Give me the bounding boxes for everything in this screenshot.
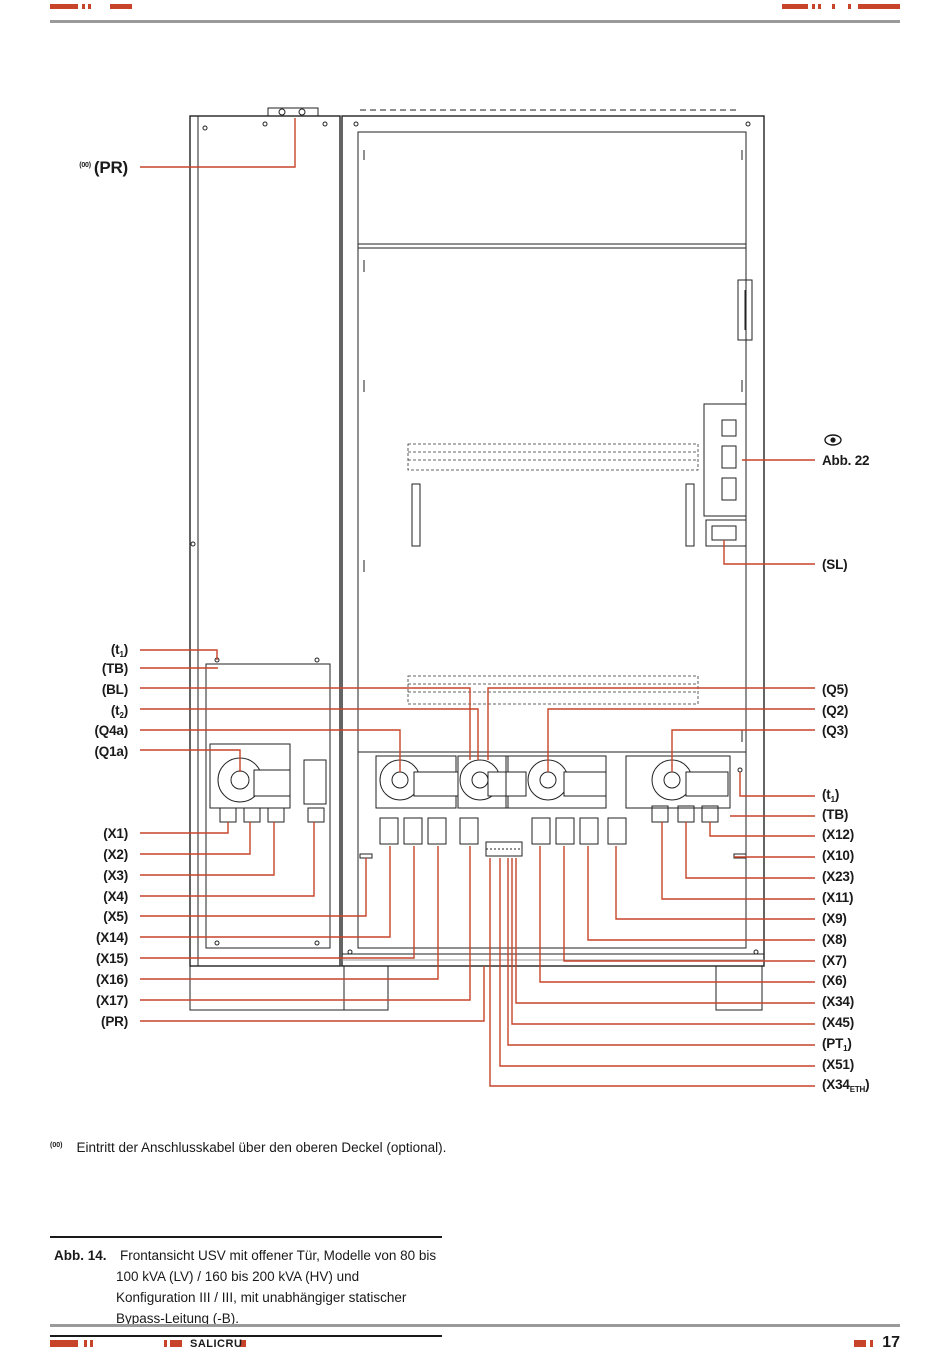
callout-text: (X34 [822, 1077, 850, 1092]
callout-label-x15: (X15) [96, 951, 128, 967]
callout-text: (TB) [101, 661, 128, 676]
callout-text: (SL) [822, 557, 848, 572]
footnote-text: Eintritt der Anschlusskabel über den obe… [76, 1140, 447, 1155]
callout-suffix: ) [847, 1036, 852, 1051]
callout-text: (PR) [101, 1014, 128, 1029]
callout-subscript: 1 [119, 650, 124, 659]
callout-text: (Q4a) [94, 723, 128, 738]
callout-label-x6: (X6) [822, 973, 847, 989]
eye-icon [824, 433, 842, 446]
callout-label-x45: (X45) [822, 1015, 854, 1031]
callout-text: (t [110, 642, 120, 657]
callout-text: (PR) [93, 158, 128, 177]
callout-text: (X7) [822, 953, 847, 968]
callout-label-x11: (X11) [822, 890, 853, 906]
callout-label-x5: (X5) [103, 909, 128, 925]
callout-text: (X5) [103, 909, 128, 924]
callout-label-x34: (X34) [822, 994, 854, 1010]
callout-text: (X51) [822, 1057, 855, 1072]
callout-text: (X34) [822, 994, 855, 1009]
callout-label-q4a: (Q4a) [94, 723, 128, 739]
footnote: (00) Eintritt der Anschlusskabel über den… [50, 1140, 446, 1155]
callout-text: (TB) [822, 807, 849, 822]
callout-subscript: 2 [119, 711, 124, 720]
callout-label-pr-top: (00)(PR) [79, 158, 128, 177]
callout-suffix: ) [865, 1077, 870, 1092]
callout-label-t1-right: (t1) [822, 787, 839, 808]
callout-text: (BL) [101, 682, 128, 697]
callout-text: (X4) [103, 889, 128, 904]
callout-label-tb-left: (TB) [102, 661, 128, 677]
callout-label-x34eth: (X34ETH) [822, 1077, 870, 1098]
callout-label-x8: (X8) [822, 932, 847, 948]
callout-label-x10: (X10) [822, 848, 854, 864]
callout-text: (Q3) [822, 723, 849, 738]
callout-text: (PT [822, 1036, 844, 1051]
callout-suffix: ) [834, 787, 840, 802]
callout-label-q5: (Q5) [822, 682, 848, 698]
callout-text: (X14) [95, 930, 128, 945]
callout-text: (X10) [822, 848, 855, 863]
callout-text: (X45) [822, 1015, 855, 1030]
callout-label-x1: (X1) [103, 826, 128, 842]
callout-subscript: ETH [849, 1085, 866, 1094]
callout-label-tb-right: (TB) [822, 807, 848, 823]
callout-text: Abb. 22 [822, 453, 870, 468]
callout-text: (X1) [103, 826, 128, 841]
footer-brand: SALICRU [190, 1338, 243, 1350]
callout-label-bl: (BL) [102, 682, 128, 698]
callout-label-abb22: Abb. 22 [822, 453, 870, 469]
callout-label-x51: (X51) [822, 1057, 854, 1073]
callout-text: (X11) [822, 890, 854, 905]
callout-label-x23: (X23) [822, 869, 854, 885]
figure-caption: Abb. 14. Frontansicht USV mit offener Tü… [50, 1236, 442, 1337]
callout-text: (t [822, 787, 831, 802]
callout-text: (X6) [822, 973, 847, 988]
callout-label-pr-bottom: (PR) [101, 1014, 128, 1030]
callout-subscript: 1 [843, 1044, 848, 1053]
callout-text: (Q1a) [94, 744, 128, 759]
callout-label-t2: (t2) [111, 703, 128, 724]
callout-text: (X16) [95, 972, 128, 987]
callout-text: (X12) [822, 827, 855, 842]
callout-label-q2: (Q2) [822, 703, 848, 719]
callout-text: (X17) [95, 993, 128, 1008]
footer-rule [50, 1324, 900, 1327]
callout-subscript: 1 [830, 795, 835, 804]
callout-suffix: ) [123, 703, 129, 718]
callout-label-x4: (X4) [103, 889, 128, 905]
callout-text: (X23) [822, 869, 855, 884]
callout-label-sl: (SL) [822, 557, 848, 573]
callout-text: (X8) [822, 932, 847, 947]
page-number: 17 [882, 1334, 900, 1351]
figure-caption-text: Frontansicht USV mit offener Tür, Modell… [116, 1248, 437, 1326]
callout-label-x12: (X12) [822, 827, 854, 843]
callout-label-x2: (X2) [103, 847, 128, 863]
callout-text: (t [110, 703, 120, 718]
callout-text: (Q5) [822, 682, 849, 697]
header-rule [50, 20, 900, 23]
figure-caption-tag: Abb. 14. [54, 1248, 107, 1263]
callout-label-t1-left: (t1) [111, 642, 128, 663]
callout-text: (X3) [103, 868, 128, 883]
callout-text: (X15) [95, 951, 128, 966]
callout-label-q1a: (Q1a) [94, 744, 128, 760]
callout-text: (X9) [822, 911, 847, 926]
callout-label-x9: (X9) [822, 911, 847, 927]
callout-label-q3: (Q3) [822, 723, 848, 739]
callout-label-x3: (X3) [103, 868, 128, 884]
callout-prefix: (00) [79, 162, 91, 169]
callout-label-x14: (X14) [96, 930, 128, 946]
callout-text: (Q2) [822, 703, 849, 718]
callout-label-x17: (X17) [96, 993, 128, 1009]
callout-text: (X2) [103, 847, 128, 862]
callout-label-x7: (X7) [822, 953, 847, 969]
footnote-mark: (00) [50, 1142, 63, 1149]
callout-label-pt1: (PT1) [822, 1036, 852, 1057]
callout-label-x16: (X16) [96, 972, 128, 988]
callout-suffix: ) [123, 642, 129, 657]
